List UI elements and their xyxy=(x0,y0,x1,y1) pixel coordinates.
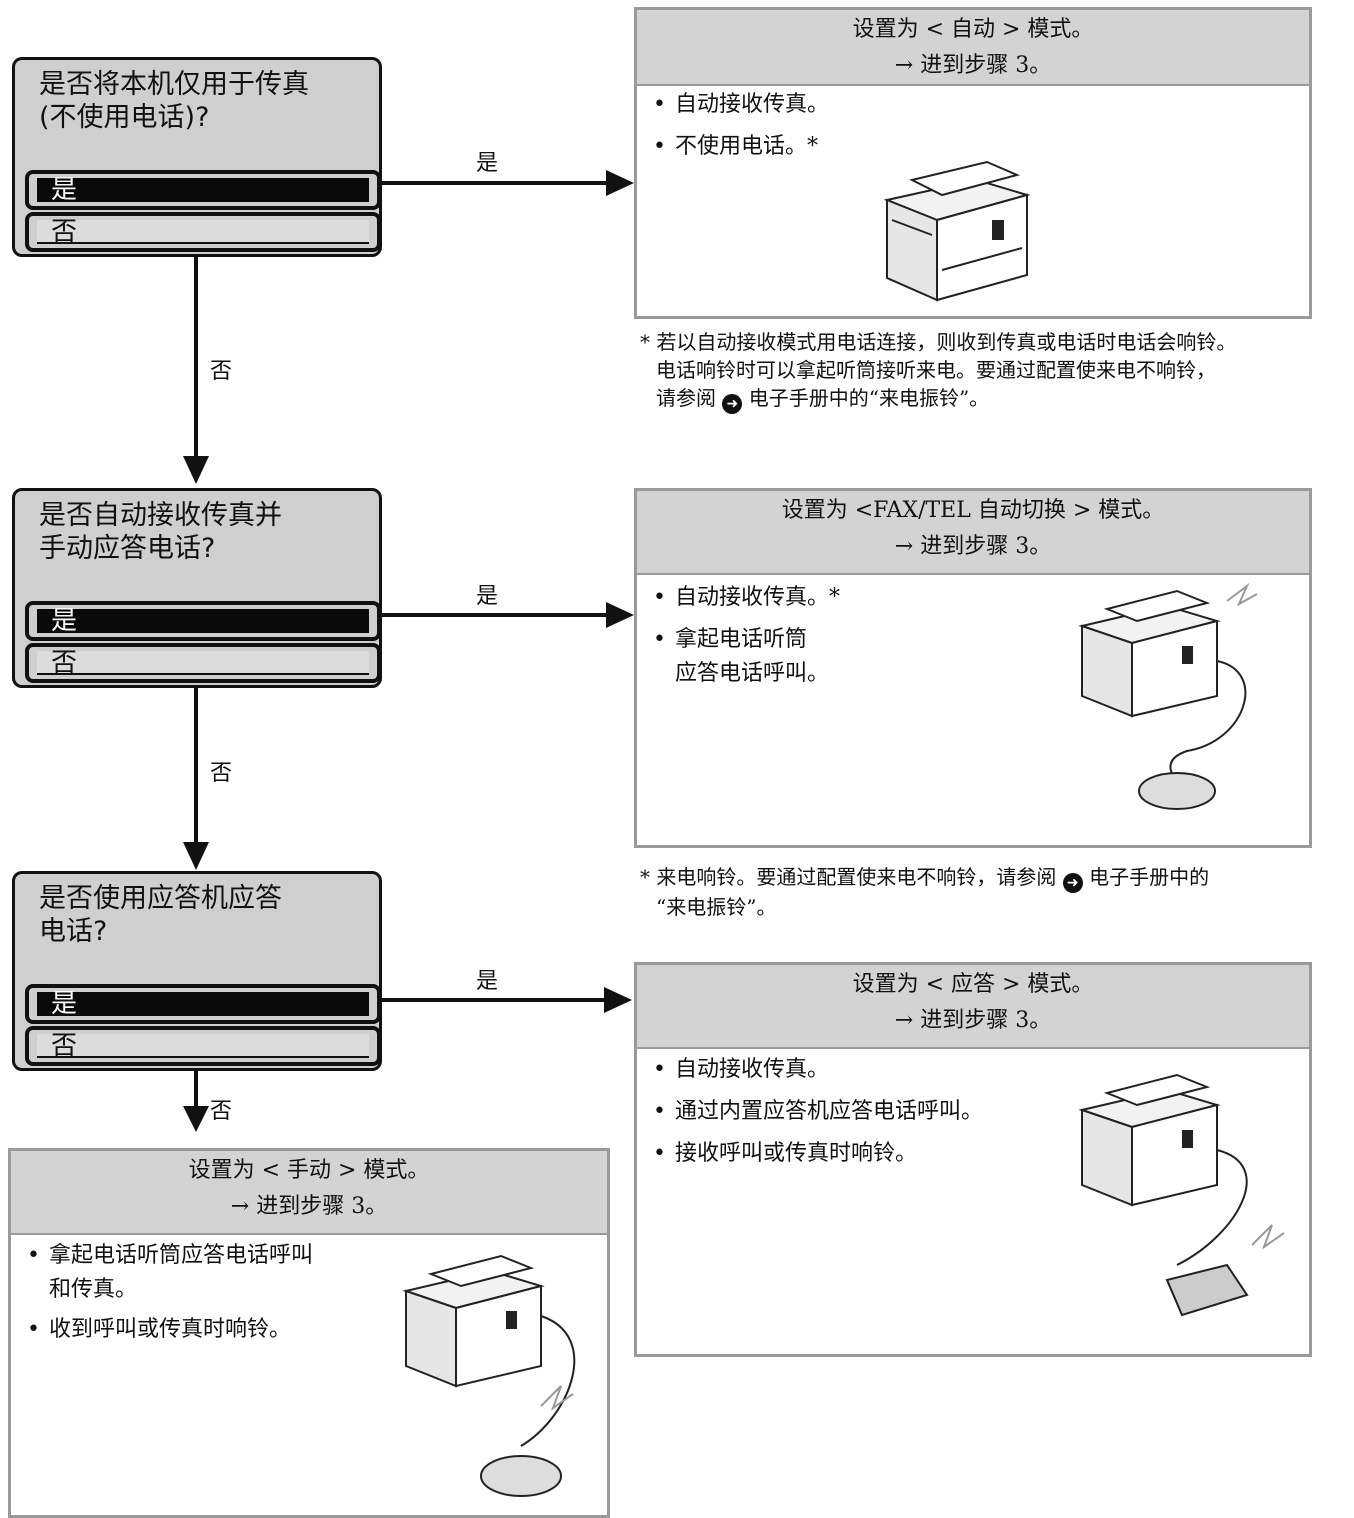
question-panel-2: 是否自动接收传真并 手动应答电话? 是 否 xyxy=(12,488,382,688)
printer-with-phone-icon xyxy=(1078,582,1258,810)
result-box-answer: 设置为 < 应答 > 模式。 → 进到步骤 3。 •自动接收传真。 •通过内置应… xyxy=(634,962,1312,1357)
manual-arrow-icon: ➜ xyxy=(722,394,743,414)
option-no[interactable]: 否 xyxy=(25,1026,381,1066)
manual-arrow-icon: ➜ xyxy=(1062,873,1083,893)
result-header: 设置为 <FAX/TEL 自动切换 > 模式。 → 进到步骤 3。 xyxy=(637,491,1309,575)
question-text: 是否自动接收传真并 手动应答电话? xyxy=(39,500,282,564)
option-yes[interactable]: 是 xyxy=(25,601,381,641)
result-header: 设置为 < 自动 > 模式。 → 进到步骤 3。 xyxy=(637,10,1309,86)
edge-label-yes: 是 xyxy=(476,151,499,176)
option-no[interactable]: 否 xyxy=(25,212,381,252)
bullet-item: •自动接收传真。* xyxy=(653,585,841,610)
question-panel-1: 是否将本机仅用于传真 (不使用电话)? 是 否 xyxy=(12,57,382,257)
edge-label-yes: 是 xyxy=(476,584,499,609)
edge-label-no: 否 xyxy=(210,761,233,786)
edge-label-yes: 是 xyxy=(476,969,499,994)
result-header: 设置为 < 应答 > 模式。 → 进到步骤 3。 xyxy=(637,965,1309,1049)
result-box-auto: 设置为 < 自动 > 模式。 → 进到步骤 3。 •自动接收传真。 •不使用电话… xyxy=(634,7,1312,319)
footnote-1: * 若以自动接收模式用电话连接，则收到传真或电话时电话会响铃。 电话响铃时可以拿… xyxy=(640,330,1237,414)
printer-with-answering-machine-icon xyxy=(1078,1073,1285,1317)
edge-label-no: 否 xyxy=(210,1099,233,1124)
edge-label-no: 否 xyxy=(210,359,233,384)
bullet-item: •拿起电话听筒应答电话呼叫 和传真。 xyxy=(27,1243,314,1302)
result-header: 设置为 < 手动 > 模式。 → 进到步骤 3。 xyxy=(11,1151,607,1235)
bullet-item: •收到呼叫或传真时响铃。 xyxy=(27,1317,292,1342)
bullet-item: •通过内置应答机应答电话呼叫。 xyxy=(653,1099,984,1124)
option-yes[interactable]: 是 xyxy=(25,170,381,210)
option-no[interactable]: 否 xyxy=(25,643,381,683)
footnote-2: * 来电响铃。要通过配置使来电不响铃，请参阅 ➜ 电子手册中的 “来电振铃”。 xyxy=(640,865,1210,919)
bullet-item: •拿起电话听筒 应答电话呼叫。 xyxy=(653,627,830,686)
question-panel-3: 是否使用应答机应答 电话? 是 否 xyxy=(12,871,382,1071)
printer-with-phone-icon xyxy=(402,1254,576,1497)
question-text: 是否使用应答机应答 电话? xyxy=(39,883,282,947)
result-box-manual: 设置为 < 手动 > 模式。 → 进到步骤 3。 •拿起电话听筒应答电话呼叫 和… xyxy=(8,1148,610,1518)
bullet-item: •自动接收传真。 xyxy=(653,92,830,117)
bullet-item: •接收呼叫或传真时响铃。 xyxy=(653,1141,918,1166)
option-yes[interactable]: 是 xyxy=(25,984,381,1024)
bullet-item: •自动接收传真。 xyxy=(653,1057,830,1082)
result-box-faxtel: 设置为 <FAX/TEL 自动切换 > 模式。 → 进到步骤 3。 •自动接收传… xyxy=(634,488,1312,848)
question-text: 是否将本机仅用于传真 (不使用电话)? xyxy=(39,69,309,133)
printer-icon xyxy=(883,160,1031,302)
bullet-item: •不使用电话。* xyxy=(653,134,819,159)
